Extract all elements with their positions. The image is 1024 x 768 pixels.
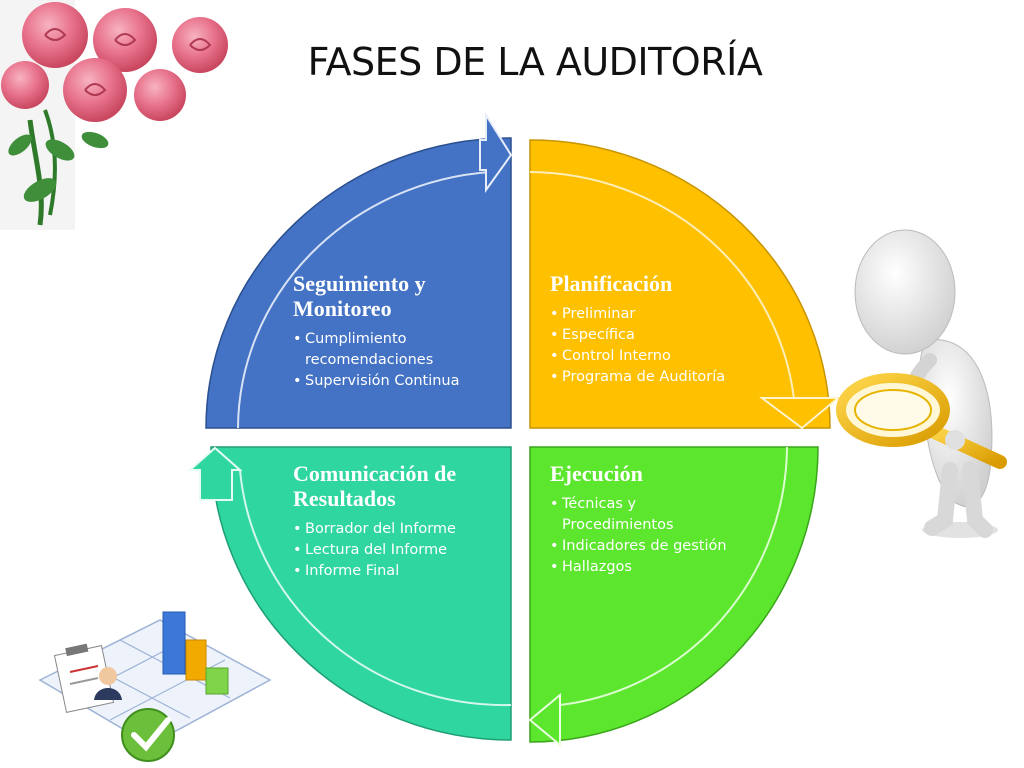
quadrant-bottom-left-content: Comunicación de Resultados Borrador del … bbox=[293, 461, 498, 582]
bullet-item: Control Interno bbox=[550, 346, 780, 367]
arrow-to-top-left bbox=[187, 446, 243, 501]
quadrant-heading: Comunicación de Resultados bbox=[293, 461, 457, 511]
bullet-item: Preliminar bbox=[550, 304, 780, 325]
bullet-list: Técnicas y Procedimientos Indicadores de… bbox=[550, 494, 765, 578]
bullet-item: Técnicas y Procedimientos bbox=[550, 494, 712, 536]
cycle-diagram bbox=[187, 111, 841, 748]
roses-decoration bbox=[0, 0, 228, 230]
chart-checkmark-clipart bbox=[38, 611, 272, 762]
quadrant-heading: Ejecución bbox=[550, 461, 643, 486]
bullet-item: Indicadores de gestión bbox=[550, 536, 765, 557]
bullet-item: Cumplimiento recomendaciones bbox=[293, 329, 498, 371]
arrow-to-bottom-right bbox=[759, 397, 841, 430]
bullet-item: Específica bbox=[550, 325, 780, 346]
bullet-list: Preliminar Específica Control Interno Pr… bbox=[550, 304, 780, 388]
quadrant-bottom-right-content: Ejecución Técnicas y Procedimientos Indi… bbox=[550, 461, 765, 578]
quadrant-top-right-content: Planificación Preliminar Específica Cont… bbox=[550, 271, 780, 388]
bullet-item: Supervisión Continua bbox=[293, 371, 498, 392]
arrow-to-bottom-left bbox=[528, 692, 561, 748]
bullet-item: Programa de Auditoría bbox=[550, 367, 780, 388]
quadrant-top-left-content: Seguimiento y Monitoreo Cumplimiento rec… bbox=[293, 271, 498, 392]
bullet-item: Hallazgos bbox=[550, 557, 765, 578]
quadrant-heading: Seguimiento y Monitoreo bbox=[293, 271, 426, 321]
bullet-item: Informe Final bbox=[293, 561, 498, 582]
bullet-item: Lectura del Informe bbox=[293, 540, 498, 561]
bullet-item: Borrador del Informe bbox=[293, 519, 498, 540]
bullet-list: Cumplimiento recomendaciones Supervisión… bbox=[293, 329, 498, 392]
slide-title: FASES DE LA AUDITORÍA bbox=[307, 40, 763, 84]
person-magnifier-figure bbox=[836, 229, 1007, 538]
bullet-list: Borrador del Informe Lectura del Informe… bbox=[293, 519, 498, 582]
quadrant-heading: Planificación bbox=[550, 271, 673, 296]
arrow-to-top-right bbox=[479, 111, 513, 194]
